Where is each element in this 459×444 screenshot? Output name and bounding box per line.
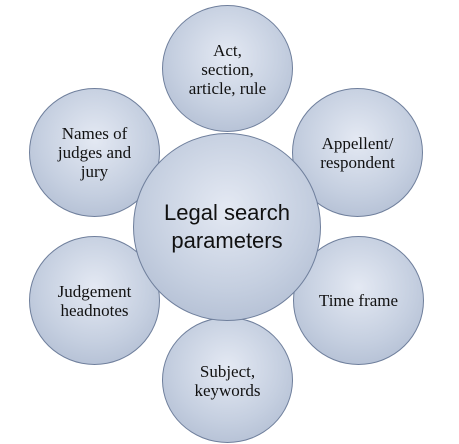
center-node-legal-search-parameters: Legal search parameters bbox=[133, 133, 321, 321]
node-act-section-article-rule: Act, section, article, rule bbox=[162, 5, 293, 132]
node-label: Act, section, article, rule bbox=[188, 41, 267, 98]
node-label: Judgement headnotes bbox=[57, 281, 132, 320]
node-label: Subject, keywords bbox=[194, 362, 261, 400]
node-time-frame: Time frame bbox=[293, 236, 424, 365]
node-label: Time frame bbox=[318, 291, 399, 310]
node-subject-keywords: Subject, keywords bbox=[162, 317, 293, 443]
node-names-of-judges-and-jury: Names of judges and jury bbox=[29, 88, 160, 217]
center-label: Legal search parameters bbox=[164, 200, 290, 253]
node-label: Names of judges and jury bbox=[57, 124, 132, 181]
node-label: Appellent/ respondent bbox=[320, 133, 395, 172]
